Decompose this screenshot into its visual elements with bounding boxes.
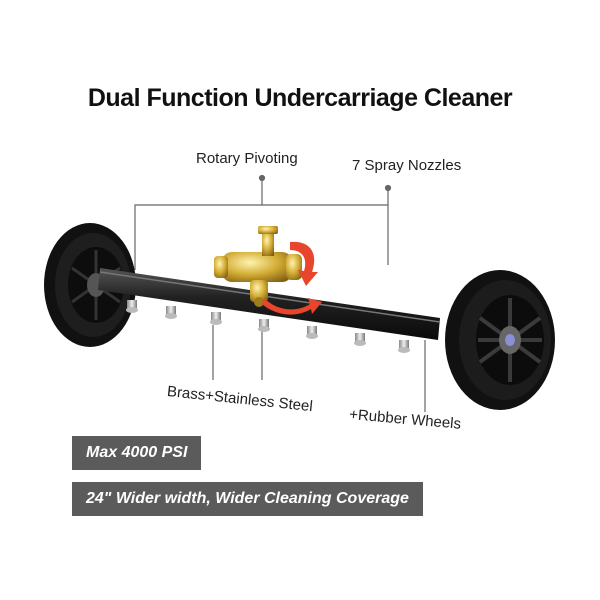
spray-nozzles [126, 300, 410, 353]
brass-swivel-fitting [214, 226, 302, 307]
right-wheel [445, 270, 555, 410]
callout-spray-nozzles: 7 Spray Nozzles [352, 157, 462, 174]
page-title: Dual Function Undercarriage Cleaner [87, 84, 513, 112]
rotation-arrows [262, 241, 322, 315]
pressure-badge: Max 4000 PSI [72, 436, 202, 470]
width-badge: 24" Wider width, Wider Cleaning Coverage [72, 482, 423, 516]
callout-rotary-pivoting: Rotary Pivoting [196, 150, 298, 167]
callout-lines [134, 174, 426, 412]
